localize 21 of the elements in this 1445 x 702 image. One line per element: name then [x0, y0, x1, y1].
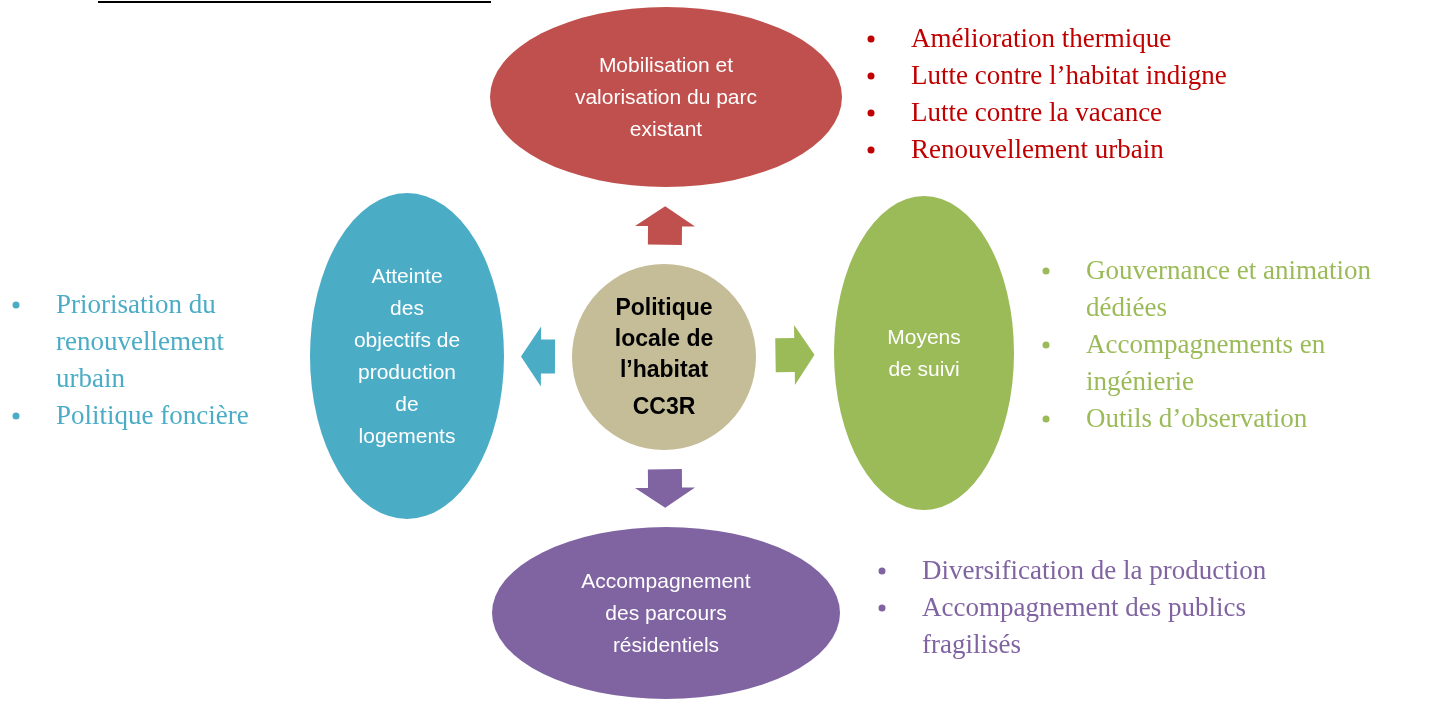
bullet-text: Accompagnement des publics fragilisés: [922, 592, 1246, 659]
node-label: Moyens de suivi: [886, 324, 962, 382]
bullet-text: Priorisation du renouvellement urbain: [56, 289, 224, 393]
bullet-text: Outils d’observation: [1086, 403, 1308, 433]
center-title: Politique locale de l’habitat: [613, 293, 715, 384]
block-arrow: [775, 325, 815, 385]
bullet-text: Politique foncière: [56, 400, 249, 430]
bullet-text: Accompagnements en ingénierie: [1086, 329, 1326, 396]
bullet-text: Renouvellement urbain: [911, 134, 1164, 164]
node-label: Accompagnement des parcours résidentiels: [580, 568, 752, 658]
bullet-text: Diversification de la production: [922, 555, 1267, 585]
bullet-text: Lutte contre l’habitat indigne: [911, 60, 1227, 90]
center-subtitle: CC3R: [632, 392, 696, 421]
bullet-text: Gouvernance et animation dédiées: [1086, 255, 1371, 322]
node-label: Mobilisation et valorisation du parc existant: [573, 52, 759, 142]
block-arrow: [521, 326, 556, 387]
bullet-text: Amélioration thermique: [911, 23, 1172, 53]
block-arrow: [635, 469, 695, 508]
node-label: Atteinte des objectifs de production de logements: [352, 263, 462, 449]
block-arrow: [635, 206, 695, 245]
bullet-text: Lutte contre la vacance: [911, 97, 1163, 127]
